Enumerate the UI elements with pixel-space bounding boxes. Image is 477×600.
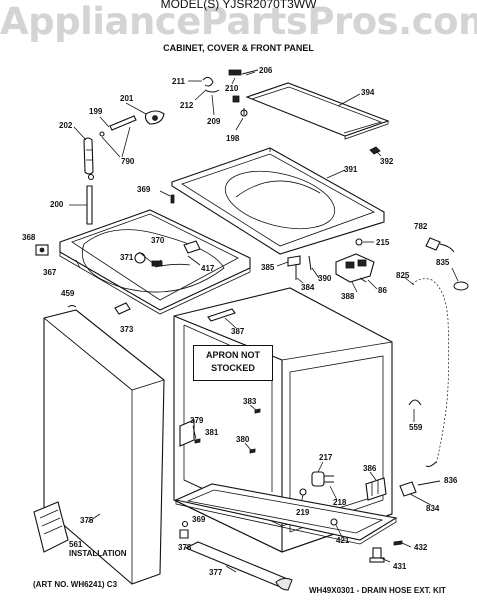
part-label-369-bottom[interactable]: 369 — [192, 515, 206, 524]
drain-hose-kit-note: WH49X0301 - DRAIN HOSE EXT. KIT — [309, 586, 446, 595]
part-label-375[interactable]: 375 — [80, 516, 94, 525]
part-label-561[interactable]: 561 — [69, 540, 83, 549]
part-label-215[interactable]: 215 — [376, 238, 390, 247]
apron-not-stocked-note: APRON NOT STOCKED — [193, 345, 273, 381]
part-label-391[interactable]: 391 — [344, 165, 358, 174]
part-label-459[interactable]: 459 — [61, 289, 75, 298]
drain-hose[interactable] — [410, 276, 451, 467]
toe-kick-rail[interactable] — [184, 541, 293, 591]
part-label-370[interactable]: 370 — [151, 236, 165, 245]
part-label-378[interactable]: 378 — [178, 543, 192, 552]
panel-clip[interactable] — [67, 305, 77, 308]
hose-clamp[interactable] — [453, 281, 469, 291]
part-label-387[interactable]: 387 — [231, 327, 245, 336]
part-label-386[interactable]: 386 — [363, 464, 377, 473]
hose-clip[interactable] — [408, 399, 422, 406]
part-label-371[interactable]: 371 — [120, 253, 134, 262]
part-label-379[interactable]: 379 — [190, 416, 204, 425]
part-label-199[interactable]: 199 — [89, 107, 103, 116]
part-label-836[interactable]: 836 — [444, 476, 458, 485]
lower-screws[interactable] — [179, 520, 189, 539]
part-label-212[interactable]: 212 — [180, 101, 194, 110]
part-label-206[interactable]: 206 — [259, 66, 273, 75]
part-label-200[interactable]: 200 — [50, 200, 64, 209]
part-label-431[interactable]: 431 — [393, 562, 407, 571]
part-label-367[interactable]: 367 — [43, 268, 57, 277]
part-label-383[interactable]: 383 — [243, 397, 257, 406]
part-label-369-top[interactable]: 369 — [137, 185, 151, 194]
part-label-380[interactable]: 380 — [236, 435, 250, 444]
cabinet-screws[interactable] — [194, 408, 261, 454]
section-title: CABINET, COVER & FRONT PANEL — [163, 43, 314, 53]
suspension-rods[interactable] — [83, 110, 165, 225]
screw-369-top[interactable] — [170, 194, 175, 204]
part-label-210[interactable]: 210 — [225, 84, 239, 93]
timer-bracket-parts[interactable] — [287, 238, 375, 283]
corner-block[interactable] — [35, 244, 49, 256]
part-label-219[interactable]: 219 — [296, 508, 310, 517]
power-cord-clip[interactable] — [425, 237, 455, 253]
part-label-368[interactable]: 368 — [22, 233, 36, 242]
base-frame[interactable] — [59, 209, 251, 315]
part-label-559[interactable]: 559 — [409, 423, 423, 432]
leveling-feet[interactable] — [369, 540, 403, 563]
part-label-834[interactable]: 834 — [426, 504, 440, 513]
hose-connector[interactable] — [399, 480, 441, 497]
mount-bracket[interactable] — [365, 477, 387, 501]
lid-hinge-parts[interactable] — [202, 69, 259, 117]
part-label-373[interactable]: 373 — [120, 325, 134, 334]
part-label-198[interactable]: 198 — [226, 134, 240, 143]
installation-booklet[interactable] — [33, 501, 69, 553]
top-cover[interactable] — [171, 147, 385, 255]
part-label-421[interactable]: 421 — [336, 536, 350, 545]
part-label-202[interactable]: 202 — [59, 121, 73, 130]
apron-note-line2: STOCKED — [211, 363, 255, 373]
cabinet-handle[interactable] — [207, 308, 236, 322]
top-lid[interactable] — [245, 82, 390, 140]
part-label-86[interactable]: 86 — [378, 286, 387, 295]
base-pan[interactable] — [174, 483, 398, 545]
part-label-432[interactable]: 432 — [414, 543, 428, 552]
art-number: (ART NO. WH6241) C3 — [33, 580, 118, 589]
part-label-417[interactable]: 417 — [201, 264, 215, 273]
part-label-835[interactable]: 835 — [436, 258, 450, 267]
part-label-390[interactable]: 390 — [318, 274, 332, 283]
part-label-218[interactable]: 218 — [333, 498, 347, 507]
part-label-201[interactable]: 201 — [120, 94, 134, 103]
part-label-377[interactable]: 377 — [209, 568, 223, 577]
part-label-388[interactable]: 388 — [341, 292, 355, 301]
part-label-385[interactable]: 385 — [261, 263, 275, 272]
part-label-790[interactable]: 790 — [121, 157, 135, 166]
watermark: AppliancePartsPros.com — [0, 0, 477, 43]
front-panel[interactable] — [43, 309, 165, 585]
part-label-782[interactable]: 782 — [414, 222, 428, 231]
model-title: MODEL(S) YJSR2070T3WW — [160, 0, 317, 11]
part-label-394[interactable]: 394 — [361, 88, 375, 97]
apron-note-line1: APRON NOT — [206, 350, 260, 360]
side-pad[interactable] — [179, 419, 195, 447]
installation-label: INSTALLATION — [69, 549, 127, 558]
part-label-381[interactable]: 381 — [205, 428, 219, 437]
part-label-825[interactable]: 825 — [396, 271, 410, 280]
part-label-392[interactable]: 392 — [380, 157, 394, 166]
part-label-384[interactable]: 384 — [301, 283, 315, 292]
part-label-209[interactable]: 209 — [207, 117, 221, 126]
part-label-217[interactable]: 217 — [319, 453, 333, 462]
part-label-211[interactable]: 211 — [172, 77, 185, 86]
panel-hinge[interactable] — [114, 302, 131, 315]
